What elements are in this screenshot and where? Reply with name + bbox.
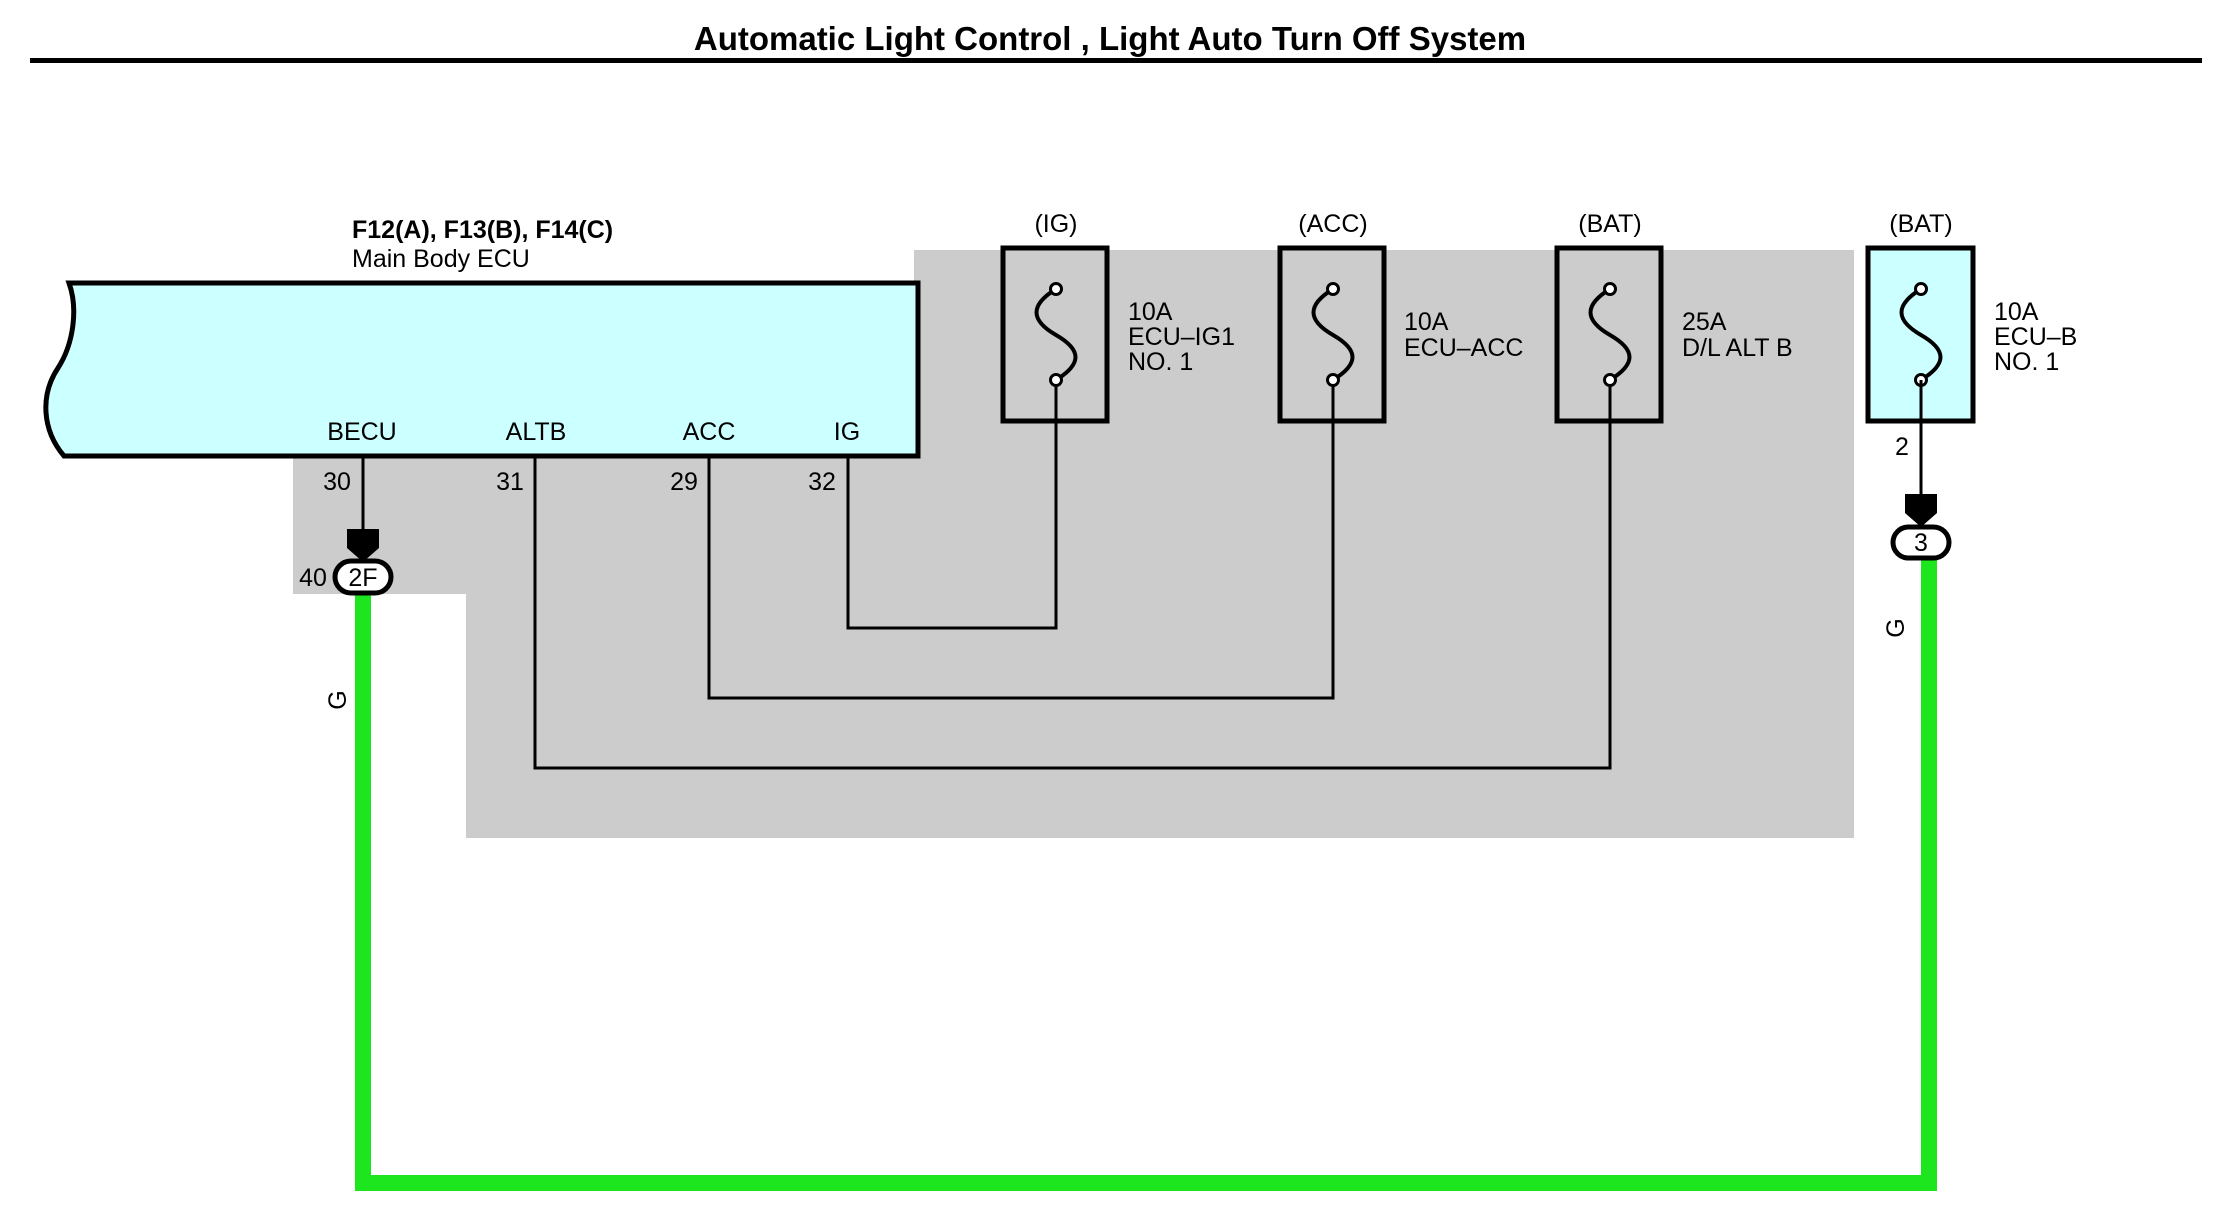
fuse-rating-ecub: 10A xyxy=(1994,298,2039,326)
fuse-source-acc: (ACC) xyxy=(1298,210,1367,238)
fuse-rating-altb: 25A xyxy=(1682,308,1727,336)
fuse-name-altb: D/L ALT B xyxy=(1682,334,1793,362)
fuse-rating-ig1: 10A xyxy=(1128,298,1173,326)
junction-3 xyxy=(1890,524,1952,561)
junction-2f xyxy=(332,558,394,596)
fuse-name-ecub: ECU–B xyxy=(1994,323,2077,351)
fuse-source-ig: (IG) xyxy=(1034,210,1077,238)
green-wire-g xyxy=(355,558,1937,1191)
pin-31: 31 xyxy=(496,468,524,496)
wire-altb xyxy=(533,377,1612,770)
ecu-name-label: Main Body ECU xyxy=(352,245,530,273)
diagram-title: Automatic Light Control , Light Auto Tur… xyxy=(694,20,1526,57)
wire-ig xyxy=(846,377,1058,630)
pin-32: 32 xyxy=(808,468,836,496)
terminal-acc: ACC xyxy=(683,418,736,446)
fuse-name-ig1: ECU–IG1 xyxy=(1128,323,1235,351)
fuse-name2-ecub: NO. 1 xyxy=(1994,348,2059,376)
connector-arrow-right xyxy=(1905,494,1937,527)
wire-color-left: G xyxy=(324,690,352,709)
junction-2f-label: 2F xyxy=(348,564,377,592)
fuse-ecu-ig1 xyxy=(1000,245,1110,424)
title-rule xyxy=(30,58,2202,63)
connector-arrow-left xyxy=(347,529,379,562)
wire-acc xyxy=(707,377,1335,700)
fuse-source-bat-2: (BAT) xyxy=(1889,210,1952,238)
junction-3-label: 3 xyxy=(1914,529,1928,557)
main-body-ecu xyxy=(43,280,921,459)
pin-30: 30 xyxy=(323,468,351,496)
fuse-ecu-acc xyxy=(1277,245,1387,424)
pin-2: 2 xyxy=(1895,433,1909,461)
terminal-altb: ALTB xyxy=(506,418,567,446)
fuse-name2-ig1: NO. 1 xyxy=(1128,348,1193,376)
fuse-dl-alt-b xyxy=(1554,245,1664,424)
ecu-connector-label: F12(A), F13(B), F14(C) xyxy=(352,216,613,244)
fuse-name-acc: ECU–ACC xyxy=(1404,334,1523,362)
shaded-region-main xyxy=(293,250,1854,838)
fuse-rating-acc: 10A xyxy=(1404,308,1449,336)
fuse-source-bat: (BAT) xyxy=(1578,210,1641,238)
terminal-ig: IG xyxy=(834,418,860,446)
pin-40: 40 xyxy=(299,564,327,592)
pin-29: 29 xyxy=(670,468,698,496)
wire-color-right: G xyxy=(1882,618,1910,637)
terminal-becu: BECU xyxy=(327,418,396,446)
